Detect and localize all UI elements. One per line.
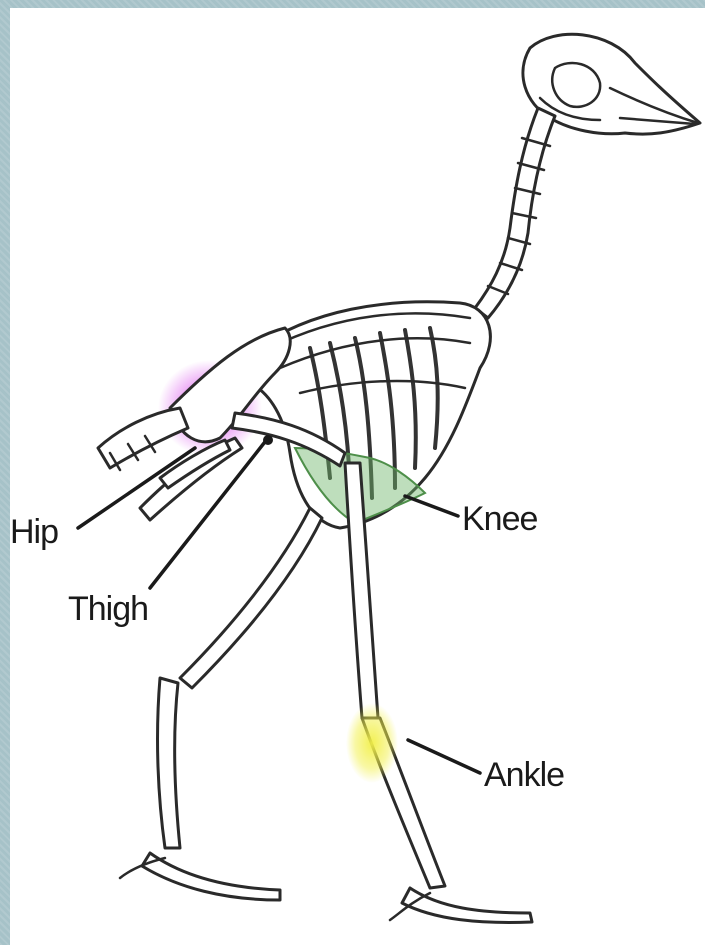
ankle-highlight (346, 703, 398, 783)
far-leg (120, 508, 322, 900)
hip-label: Hip (10, 513, 58, 551)
neck-vertebrae (475, 108, 555, 318)
ankle-label: Ankle (484, 756, 564, 794)
thigh-label: Thigh (68, 590, 148, 628)
bird-skeleton-diagram: Hip Thigh Knee Ankle (10, 8, 705, 945)
knee-label: Knee (462, 500, 537, 538)
diagram-canvas: Hip Thigh Knee Ankle (10, 8, 705, 945)
